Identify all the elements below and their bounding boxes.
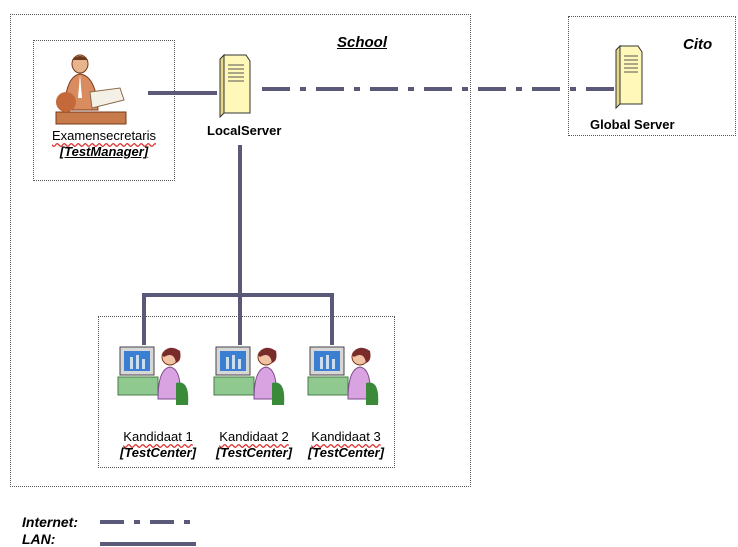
candidate-1-icon xyxy=(117,346,189,405)
local-server-icon xyxy=(219,53,251,119)
global-server-label: Global Server xyxy=(590,117,675,132)
candidate-3-role: [TestCenter] xyxy=(307,445,385,460)
secretary-person-icon xyxy=(55,54,127,125)
cito-boundary xyxy=(568,16,736,136)
manager-box xyxy=(33,40,175,181)
global-server-icon xyxy=(615,44,643,110)
cito-label: Cito xyxy=(683,36,713,53)
local-server-label: LocalServer xyxy=(207,123,282,138)
candidates-box xyxy=(98,316,395,468)
school-label: School xyxy=(337,34,388,51)
candidate-1-name: Kandidaat 1 xyxy=(123,429,193,444)
candidate-2-icon xyxy=(213,346,285,405)
legend-internet-label: Internet: xyxy=(22,514,78,530)
candidate-3-icon xyxy=(307,346,379,405)
candidate-3-name: Kandidaat 3 xyxy=(311,429,381,444)
legend-lan-label: LAN: xyxy=(22,531,56,547)
manager-name: Examensecretaris xyxy=(51,128,157,143)
school-boundary xyxy=(10,14,471,487)
manager-role: [TestManager] xyxy=(59,144,149,159)
candidate-1-role: [TestCenter] xyxy=(119,445,197,460)
lan-connections xyxy=(142,91,334,345)
candidate-2-name: Kandidaat 2 xyxy=(219,429,289,444)
candidate-2-role: [TestCenter] xyxy=(215,445,293,460)
